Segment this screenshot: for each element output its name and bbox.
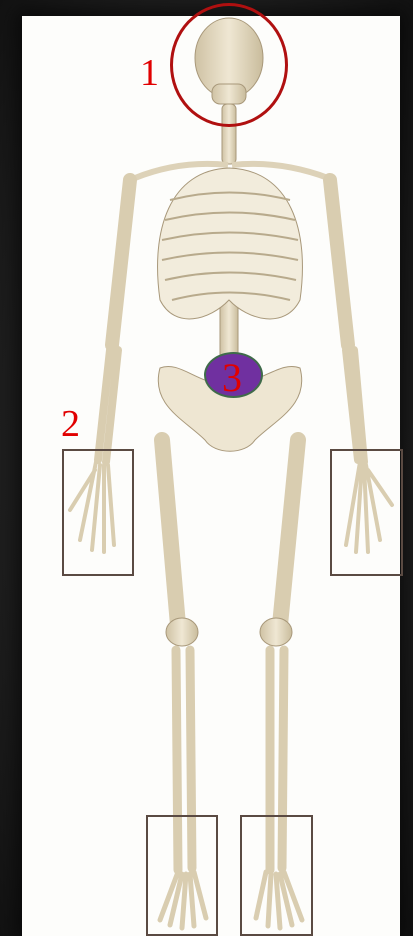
right-hand-box	[330, 449, 403, 576]
right-knee	[260, 618, 292, 646]
label-3: 3	[222, 358, 242, 398]
right-foot-box	[240, 815, 313, 936]
left-foot-box	[146, 815, 218, 936]
left-forearm	[98, 350, 118, 462]
ribcage	[158, 168, 303, 319]
left-femur	[162, 440, 178, 625]
left-humerus	[112, 180, 130, 345]
label-1: 1	[140, 54, 159, 92]
right-forearm	[346, 350, 364, 462]
right-femur	[280, 440, 298, 625]
left-hand-box	[62, 449, 134, 576]
right-humerus	[330, 180, 348, 345]
skull-highlight-circle	[170, 3, 288, 127]
left-knee	[166, 618, 198, 646]
label-2: 2	[61, 405, 80, 443]
